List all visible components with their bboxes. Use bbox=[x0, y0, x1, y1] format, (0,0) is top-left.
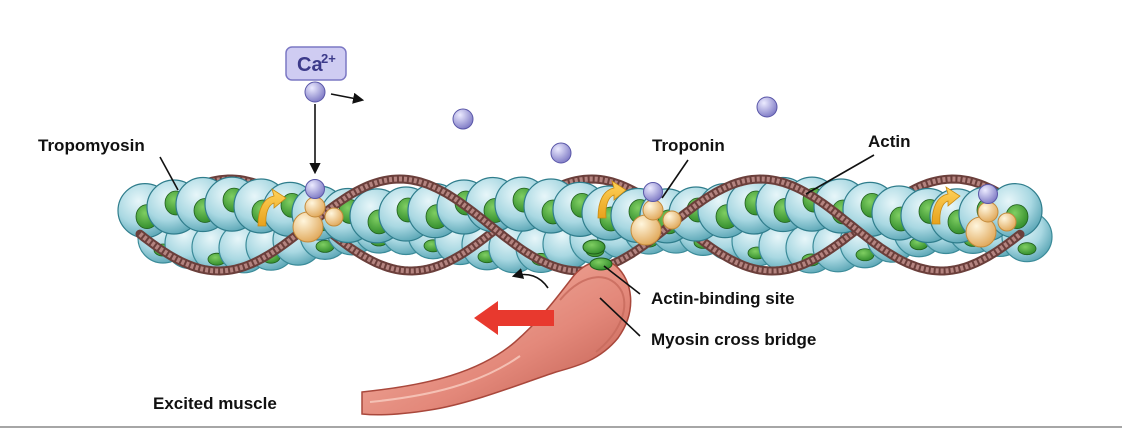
troponin-label: Troponin bbox=[652, 136, 725, 155]
actin-binding-site-label: Actin-binding site bbox=[651, 289, 795, 308]
actin-label: Actin bbox=[868, 132, 911, 151]
tropomyosin-label: Tropomyosin bbox=[38, 136, 145, 155]
calcium-ion bbox=[304, 81, 326, 103]
free-calcium-ion bbox=[550, 142, 572, 164]
excited-muscle-label: Excited muscle bbox=[153, 394, 277, 413]
troponin-shift-arrows bbox=[257, 180, 961, 227]
troponin-subunit bbox=[642, 199, 664, 221]
calcium-ion-badge: Ca 2+ bbox=[285, 46, 347, 81]
myosin-leader bbox=[599, 297, 641, 337]
bound-calcium-ion bbox=[643, 182, 663, 202]
troponin-complexes bbox=[292, 179, 1017, 248]
leader-lines bbox=[159, 154, 875, 337]
bound-calcium-ion bbox=[978, 184, 998, 204]
myosin-cross-bridge-label: Myosin cross bridge bbox=[651, 330, 817, 349]
calcium-symbol: Ca bbox=[297, 54, 323, 76]
binding-site-leader bbox=[603, 265, 641, 295]
troponin-subunit bbox=[977, 201, 999, 223]
myosin-cross-bridge-shape bbox=[361, 260, 632, 416]
actin-filament-front-strand bbox=[117, 176, 1043, 244]
troponin-subunit bbox=[997, 212, 1017, 232]
troponin-leader bbox=[661, 159, 689, 199]
power-stroke-arrow bbox=[474, 301, 554, 335]
free-calcium-ion bbox=[756, 96, 778, 118]
troponin-subunit bbox=[304, 196, 326, 218]
myosin-movement-arrow bbox=[511, 268, 549, 289]
free-calcium-ion bbox=[452, 108, 474, 130]
actin-leader bbox=[805, 154, 875, 195]
actin-binding-site-shape bbox=[582, 239, 606, 255]
actin-binding-site bbox=[1017, 242, 1037, 256]
troponin-subunit bbox=[662, 210, 682, 230]
free-calcium-ions bbox=[452, 96, 778, 164]
actin-binding-site-shape-2 bbox=[589, 257, 613, 271]
tropomyosin-leader bbox=[159, 156, 179, 191]
calcium-diffuse-arrow bbox=[330, 92, 365, 104]
troponin-shift-arrow bbox=[931, 186, 961, 225]
troponin-shift-arrow bbox=[597, 180, 627, 219]
bound-calcium-ion bbox=[305, 179, 325, 199]
troponin-shift-arrow bbox=[257, 188, 287, 227]
troponin-subunit bbox=[324, 207, 344, 227]
calcium-charge: 2+ bbox=[321, 51, 336, 66]
